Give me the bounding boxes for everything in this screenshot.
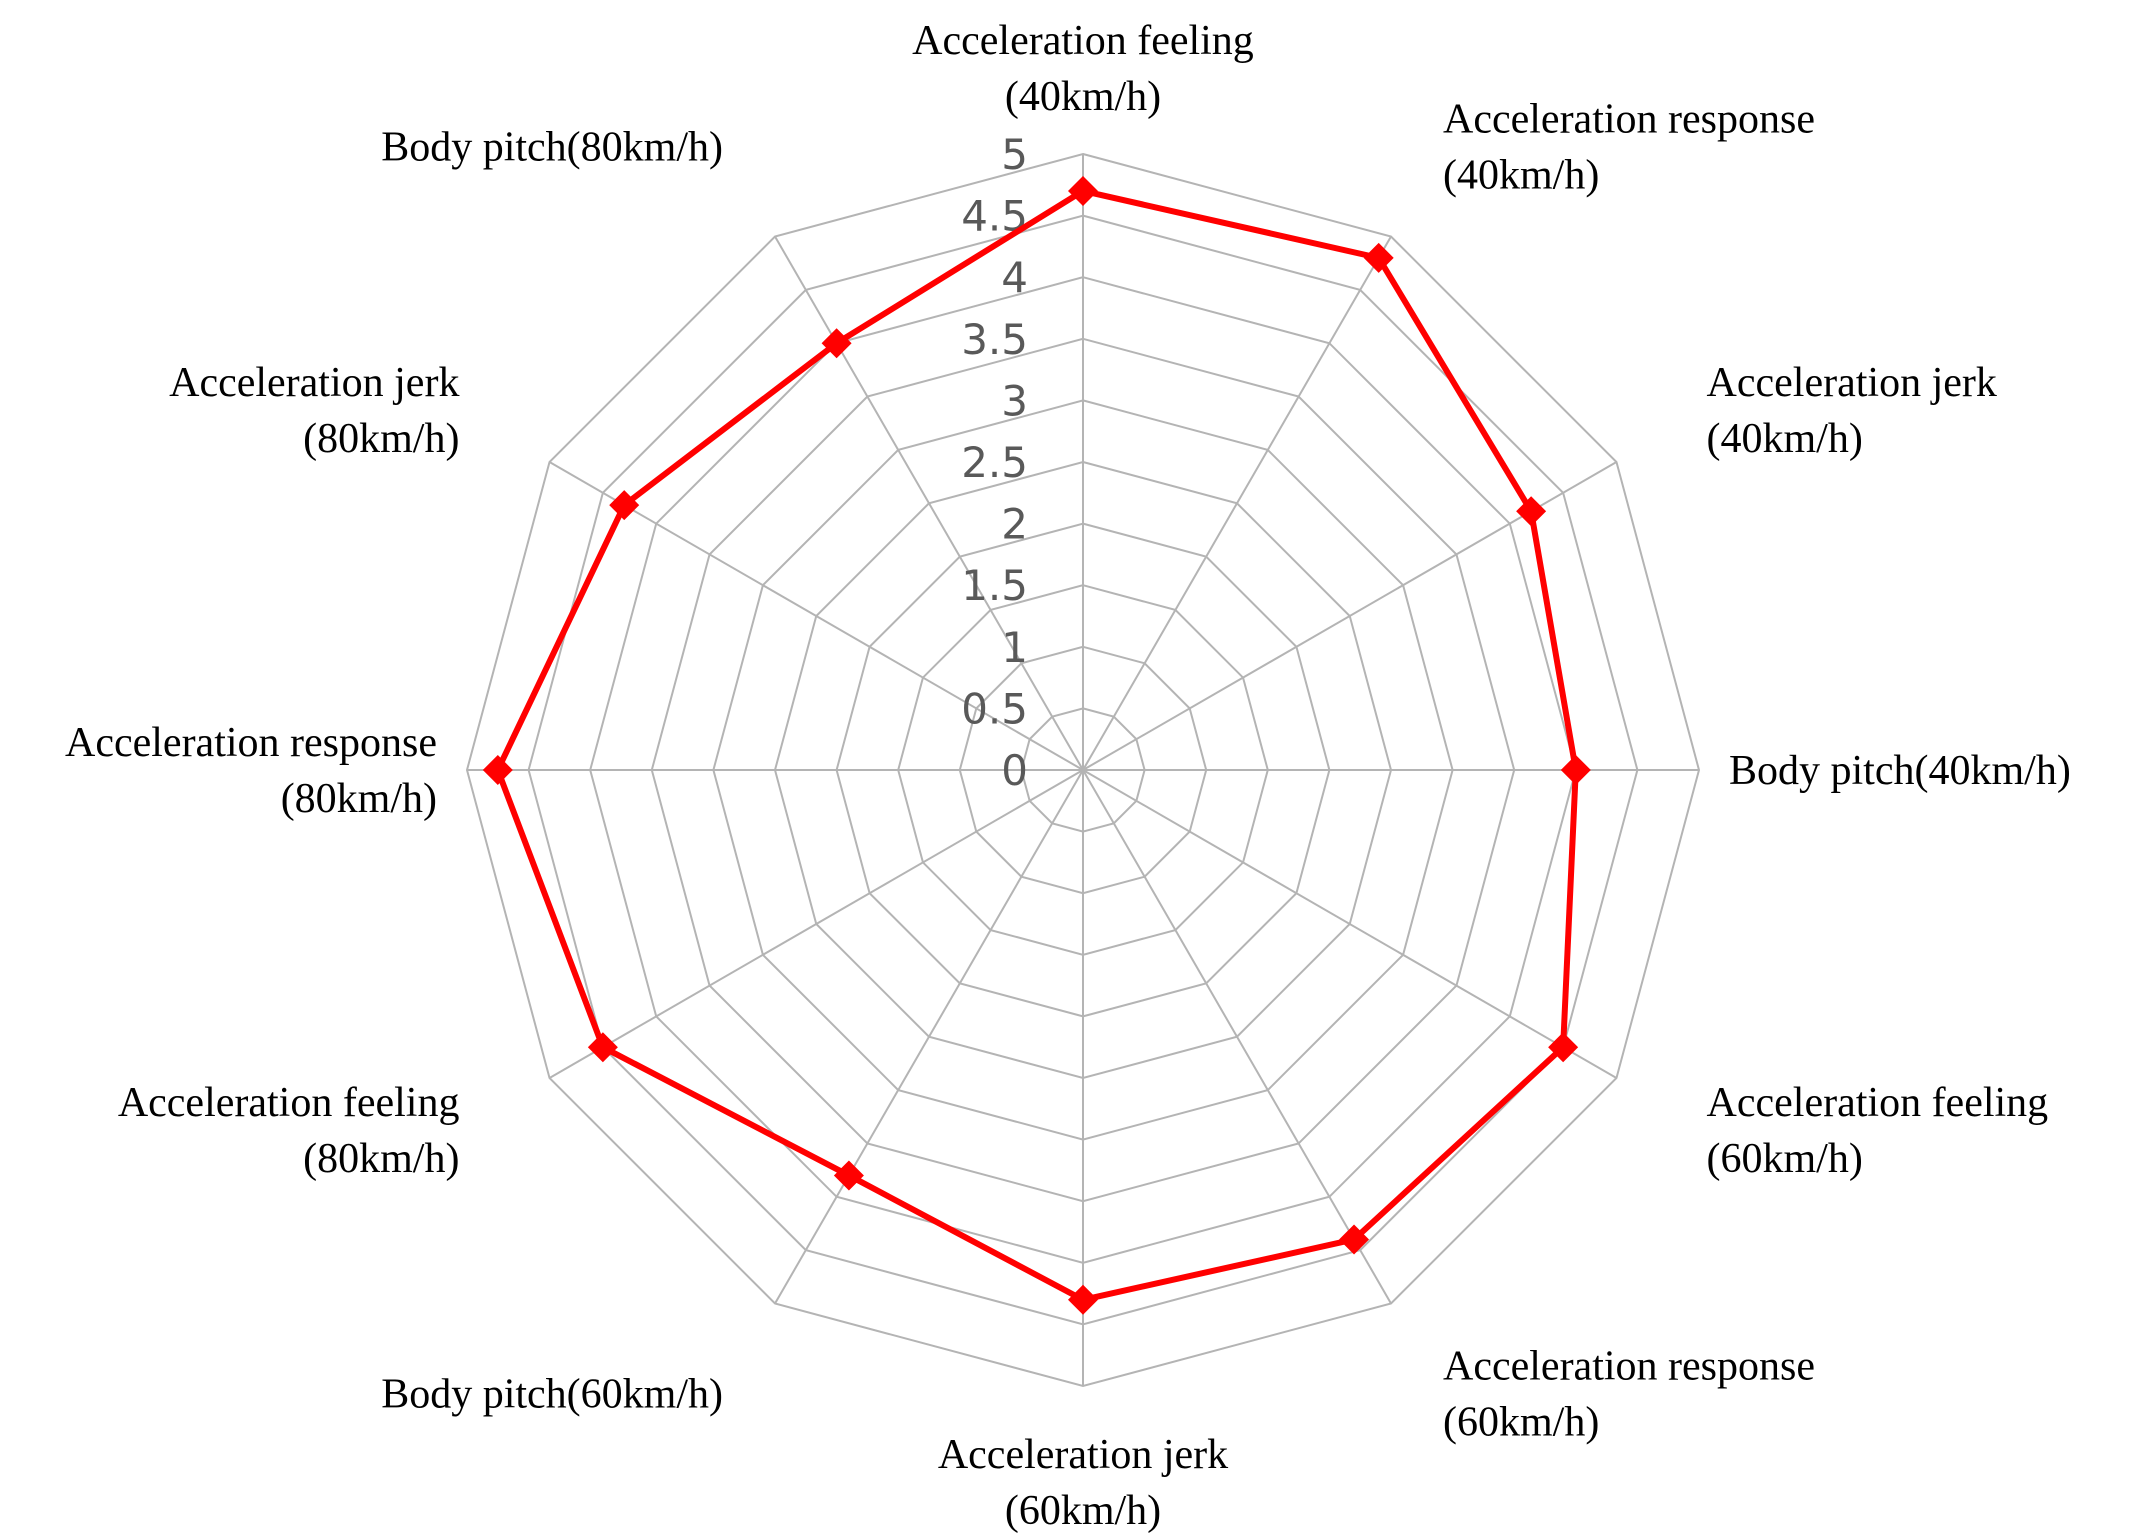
category-label: Acceleration response(40km/h) — [1443, 96, 1815, 198]
radar-grid — [465, 152, 1701, 1388]
grid-spoke — [549, 769, 1084, 1079]
data-point-marker — [587, 1032, 618, 1063]
series-line — [494, 187, 1579, 1303]
data-point-marker — [482, 755, 513, 785]
grid-spoke — [774, 236, 1084, 771]
r-tick-label: 1 — [1001, 623, 1028, 672]
category-labels: Acceleration feeling(40km/h) Acceleration… — [65, 18, 2071, 1534]
grid-spoke — [1082, 769, 1617, 1079]
r-tick-label: 1.5 — [961, 561, 1028, 610]
data-point-marker — [1068, 175, 1098, 206]
data-point-marker — [1068, 1284, 1098, 1315]
r-tick-label: 3.5 — [961, 315, 1028, 364]
r-tick-label: 0.5 — [961, 684, 1028, 733]
category-label: Acceleration jerk(60km/h) — [938, 1432, 1228, 1534]
data-point-marker — [1560, 755, 1591, 785]
grid-spoke — [1082, 769, 1392, 1304]
r-tick-label: 2 — [1001, 500, 1028, 549]
grid-spoke — [549, 461, 1084, 771]
category-label: Acceleration jerk(40km/h) — [1707, 360, 1997, 462]
category-label: Body pitch(80km/h) — [381, 124, 723, 170]
category-label: Acceleration feeling(80km/h) — [118, 1080, 460, 1182]
r-tick-label: 4 — [1001, 253, 1028, 302]
category-label: Acceleration response(60km/h) — [1443, 1344, 1815, 1446]
data-point-marker — [609, 490, 640, 521]
category-label: Body pitch(60km/h) — [381, 1372, 723, 1418]
grid-spoke — [1082, 236, 1392, 771]
data-point-marker — [1516, 496, 1547, 527]
data-point-marker — [821, 328, 852, 359]
category-label: Acceleration response(80km/h) — [65, 720, 437, 822]
r-tick-label: 3 — [1001, 376, 1028, 425]
grid-spoke — [774, 769, 1084, 1304]
r-tick-label: 2.5 — [961, 438, 1028, 487]
category-label: Acceleration feeling(60km/h) — [1707, 1080, 2049, 1182]
r-tick-label: 5 — [1001, 130, 1028, 179]
data-point-marker — [1363, 242, 1394, 273]
series-layer — [482, 175, 1591, 1315]
category-label: Acceleration jerk(80km/h) — [169, 360, 459, 462]
data-point-marker — [1548, 1032, 1579, 1063]
category-label: Acceleration feeling(40km/h) — [912, 18, 1254, 120]
r-tick-label: 0 — [1001, 746, 1028, 795]
data-point-marker — [1339, 1224, 1370, 1255]
radial-axis-ticks: 00.511.522.533.544.55 — [961, 130, 1028, 795]
category-label: Body pitch(40km/h) — [1729, 748, 2071, 794]
data-point-marker — [833, 1160, 864, 1191]
